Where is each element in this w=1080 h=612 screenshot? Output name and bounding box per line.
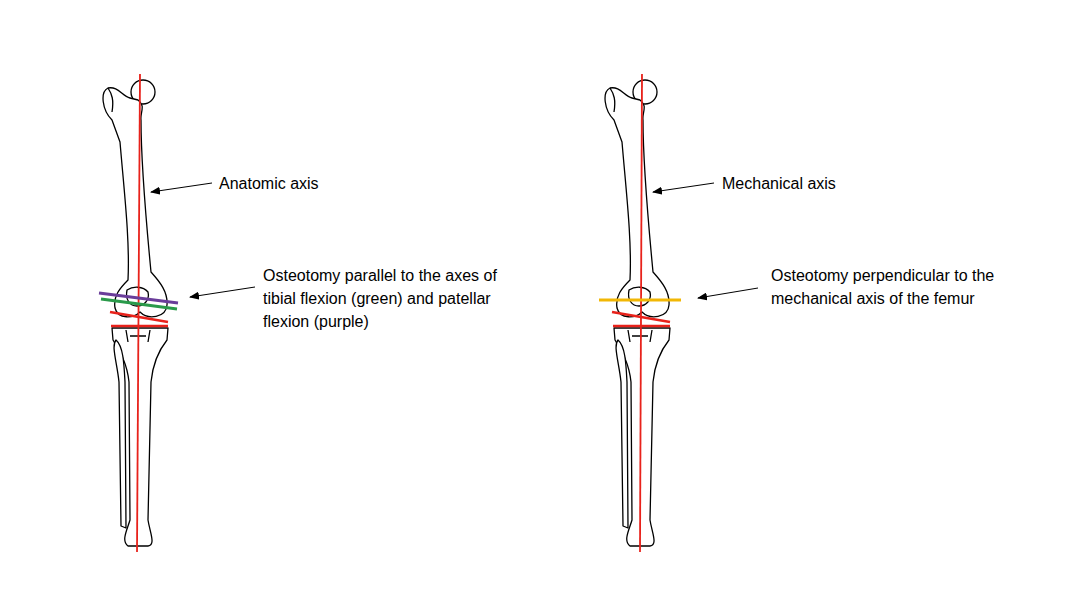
leader-arrow <box>698 288 758 298</box>
leg-bones <box>103 80 168 546</box>
leader-arrow <box>151 183 212 192</box>
mechanical-axis-line <box>640 74 642 552</box>
leg-bones <box>605 80 670 546</box>
femoral-cut-line <box>612 312 670 322</box>
leader-arrow <box>190 287 255 297</box>
left-leg <box>99 74 255 552</box>
perpendicular-osteotomy-line <box>599 299 681 302</box>
femoral-cut-line <box>110 312 168 322</box>
tibial-flexion-line <box>101 299 177 309</box>
osteotomy-note: Osteotomy perpendicular to the mechanica… <box>771 264 1021 310</box>
osteotomy-note: Osteotomy parallel to the axes of tibial… <box>263 264 508 333</box>
tibial-cut-line <box>111 325 168 328</box>
axis-label: Mechanical axis <box>722 172 922 195</box>
right-leg <box>599 74 758 552</box>
anatomic-axis-line <box>137 74 140 552</box>
tibial-cut-line <box>613 325 670 328</box>
leader-arrow <box>653 183 714 192</box>
axis-label: Anatomic axis <box>219 172 419 195</box>
